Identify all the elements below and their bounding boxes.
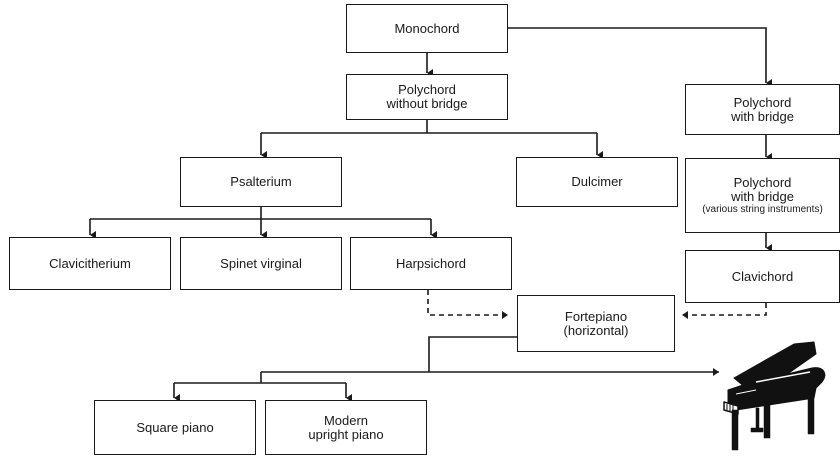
- node-clavichord: Clavichord: [685, 250, 840, 303]
- edge-fortepiano-trunk: [428, 336, 517, 372]
- node-monochord: Monochord: [346, 4, 508, 53]
- edge-monochord-polychord-bridge: [508, 27, 772, 87]
- node-harpsichord: Harpsichord: [350, 237, 512, 290]
- node-polychord-without-bridge: Polychord without bridge: [346, 74, 508, 120]
- node-polychord-various: Polychord with bridge (various string in…: [685, 158, 840, 233]
- edge-clavichord-fortepiano: [682, 303, 767, 319]
- node-square-piano: Square piano: [94, 400, 256, 455]
- node-fortepiano: Fortepiano (horizontal): [517, 295, 675, 352]
- edge-harpsichord-fortepiano: [427, 290, 508, 319]
- node-polychord-with-bridge: Polychord with bridge: [685, 84, 840, 135]
- node-clavicitherium: Clavicitherium: [9, 237, 171, 290]
- node-modern-upright-piano: Modern upright piano: [265, 400, 427, 455]
- node-dulcimer: Dulcimer: [516, 157, 678, 207]
- node-spinet-virginal: Spinet virginal: [180, 237, 342, 290]
- grand-piano-icon: [723, 341, 826, 451]
- node-psalterium: Psalterium: [180, 157, 342, 207]
